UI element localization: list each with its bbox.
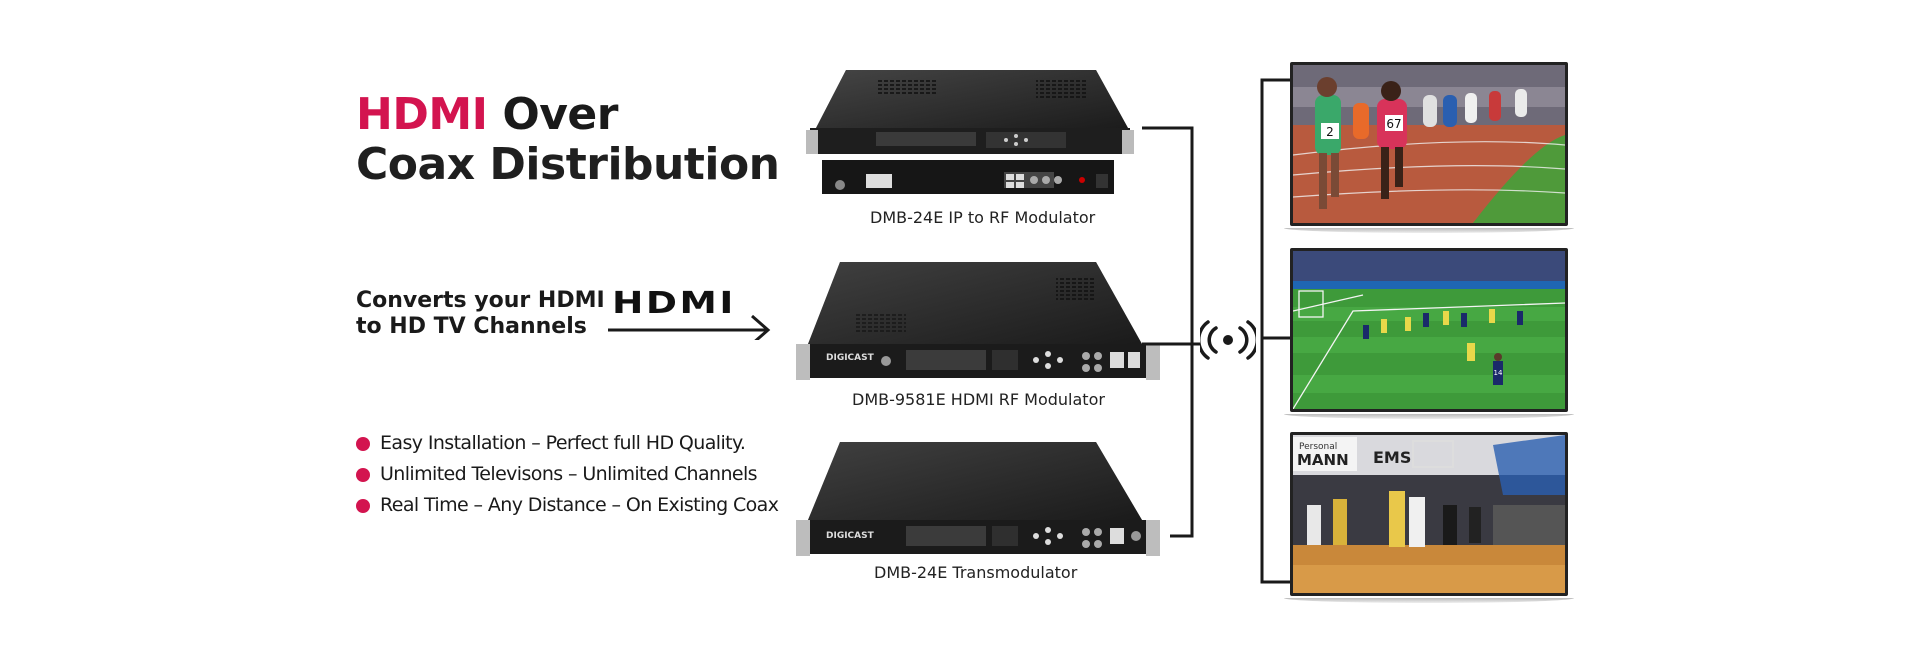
device-label: DMB-9581E HDMI RF Modulator — [852, 390, 1105, 409]
headline: HDMI Over Coax Distribution — [356, 90, 780, 190]
device-brand: DIGICAST — [826, 531, 874, 541]
headline-line-2: Coax Distribution — [356, 139, 780, 190]
feature-list: Easy Installation – Perfect full HD Qual… — [356, 428, 779, 521]
feature-item: Easy Installation – Perfect full HD Qual… — [356, 428, 778, 459]
running-scene: 2 67 — [1293, 65, 1565, 223]
feature-text: Real Time – Any Distance – On Existing C… — [380, 494, 779, 516]
bib-number: 2 — [1326, 125, 1334, 139]
bib-number: 14 — [1494, 369, 1503, 377]
tv-stand — [1284, 412, 1574, 422]
tv-running: 2 67 — [1284, 62, 1574, 236]
tv-soccer: 14 — [1284, 248, 1574, 422]
bullet-dot-icon — [356, 468, 370, 482]
device-ip-rf-modulator — [806, 70, 1134, 194]
tagline-line-1: Converts your HDMI — [356, 288, 605, 313]
soccer-scene: 14 — [1293, 251, 1565, 409]
tv-screen: 2 67 — [1290, 62, 1568, 226]
device-transmodulator — [796, 442, 1160, 556]
tv-screen: Personal MANN EMS — [1290, 432, 1568, 596]
tv-basketball: Personal MANN EMS — [1284, 432, 1574, 606]
board-text: MANN — [1297, 451, 1349, 469]
device-brand: DIGICAST — [826, 353, 874, 363]
hdmi-logo: HDMI — [612, 286, 736, 321]
device-label: DMB-24E Transmodulator — [874, 563, 1078, 582]
basketball-scene: Personal MANN EMS — [1293, 435, 1565, 593]
bullet-dot-icon — [356, 437, 370, 451]
headline-line-1-rest: Over — [487, 89, 618, 140]
tv-stand — [1284, 596, 1574, 606]
wireless-signal-icon — [1200, 320, 1256, 360]
tagline-line-2: to HD TV Channels — [356, 314, 587, 339]
right-arrow-icon — [608, 314, 771, 340]
bullet-dot-icon — [356, 499, 370, 513]
feature-item: Real Time – Any Distance – On Existing C… — [356, 490, 779, 521]
board-text: EMS — [1373, 448, 1411, 467]
feature-text: Unlimited Televisons – Unlimited Channel… — [380, 463, 758, 485]
tv-stand — [1284, 226, 1574, 236]
bib-number: 67 — [1386, 117, 1401, 131]
board-text: Personal — [1299, 442, 1337, 452]
device-label: DMB-24E IP to RF Modulator — [870, 208, 1096, 227]
headline-line-1: HDMI Over — [356, 90, 780, 140]
tagline: Converts your HDMI to HD TV Channels — [356, 288, 605, 340]
feature-text: Easy Installation – Perfect full HD Qual… — [380, 432, 746, 454]
feature-item: Unlimited Televisons – Unlimited Channel… — [356, 459, 778, 490]
headline-accent: HDMI — [356, 89, 488, 140]
tv-screen: 14 — [1290, 248, 1568, 412]
device-hdmi-rf-modulator — [796, 262, 1160, 380]
